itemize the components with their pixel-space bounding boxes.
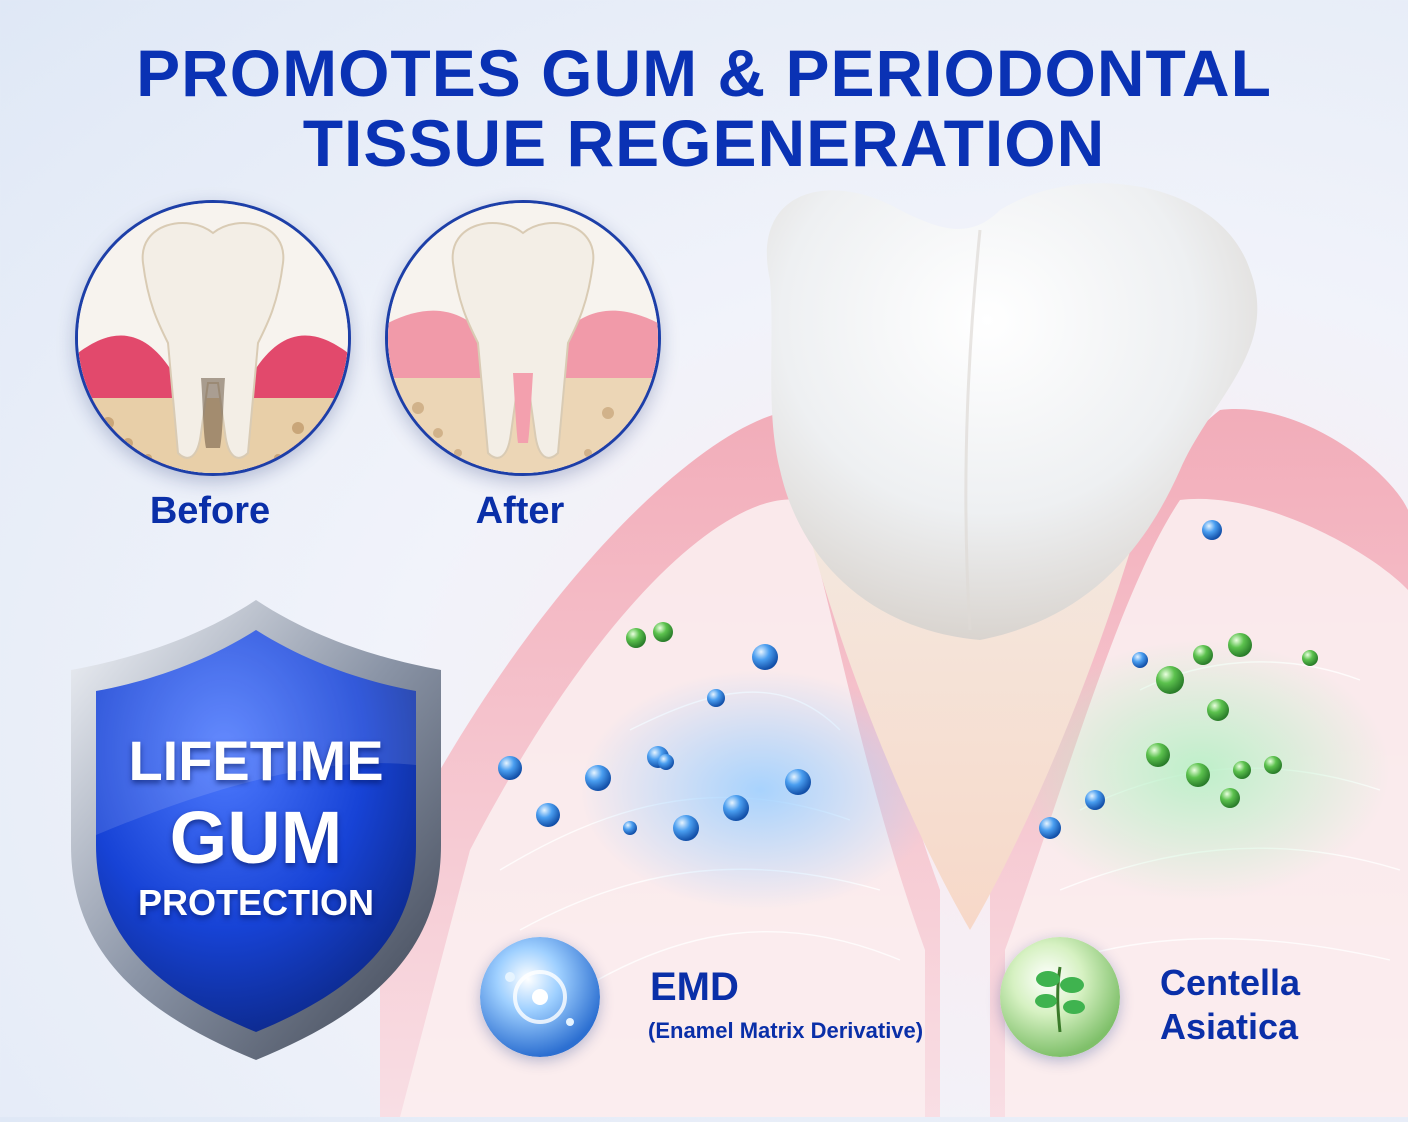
- shield-icon: [71, 600, 441, 1060]
- water-droplet-icon: [480, 937, 600, 1057]
- badge-line-3: PROTECTION: [137, 882, 374, 923]
- after-label: After: [475, 490, 565, 532]
- headline: PROMOTES GUM & PERIODONTAL TISSUE REGENE…: [0, 38, 1408, 178]
- badge-line-1: LIFETIME: [128, 729, 384, 792]
- tooth-gum-illustration: [380, 170, 1408, 1118]
- before-label: Before: [149, 490, 271, 532]
- headline-line-2: TISSUE REGENERATION: [302, 106, 1106, 180]
- before-tooth-image: [75, 200, 351, 476]
- centella-title-line-1: Centella: [1160, 962, 1301, 1003]
- badge-line-2: GUM: [169, 796, 343, 879]
- emd-subtitle: (Enamel Matrix Derivative): [648, 1018, 924, 1043]
- centella-leaf-icon: [1000, 937, 1120, 1057]
- emd-title: EMD: [650, 965, 739, 1009]
- centella-title-line-2: Asiatica: [1160, 1006, 1299, 1047]
- after-tooth-image: [385, 200, 661, 476]
- headline-line-1: PROMOTES GUM & PERIODONTAL: [136, 36, 1272, 110]
